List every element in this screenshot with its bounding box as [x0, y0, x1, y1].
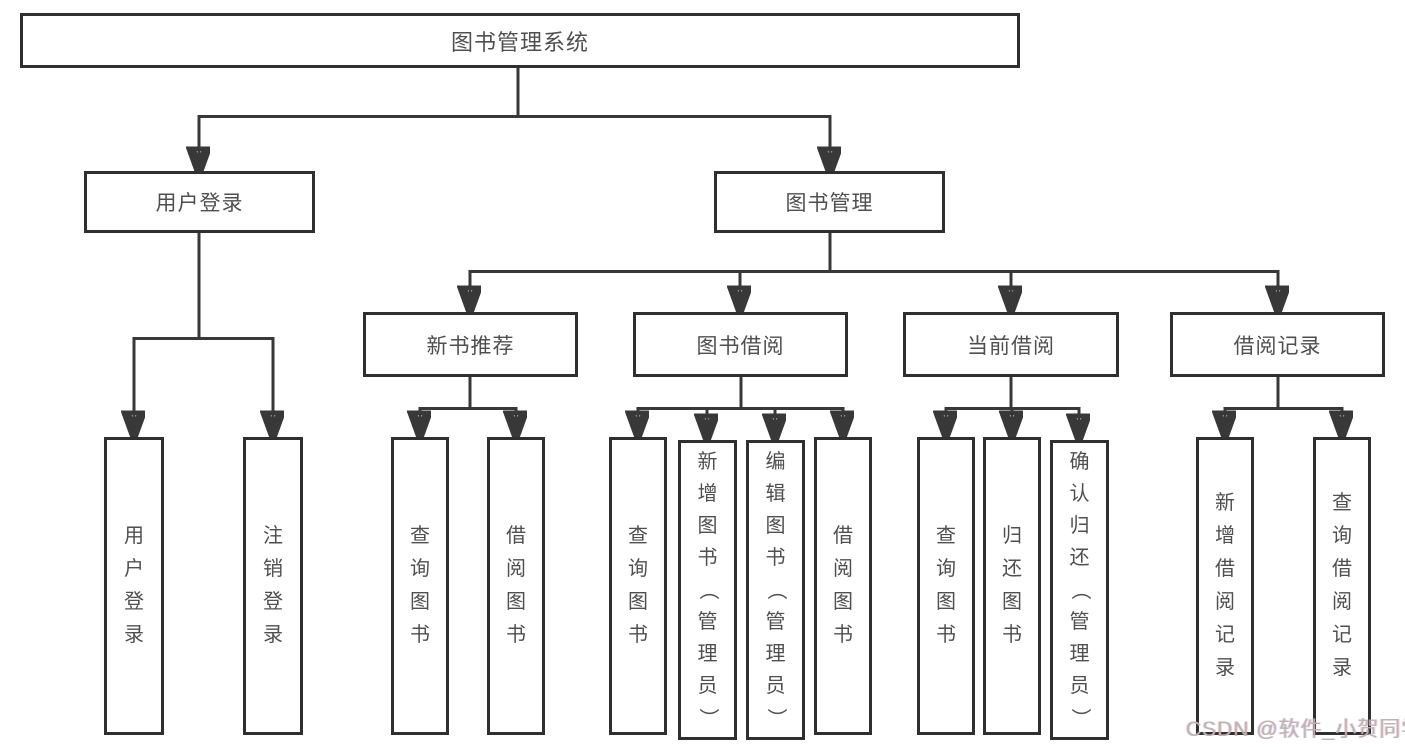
- connector-borrowing-records-children: [1224, 377, 1344, 434]
- leaf-cb-search-books: 查询图书: [917, 437, 975, 735]
- node-user-login: 用户登录: [84, 171, 315, 233]
- node-current-borrowing: 当前借阅: [903, 312, 1119, 377]
- leaf-cb-confirm-return-admin: 确认归还（管理员）: [1050, 440, 1109, 740]
- leaf-nbr-borrow-books: 借阅图书: [487, 437, 545, 735]
- leaf-br-add-borrow-record: 新增借阅记录: [1196, 437, 1254, 735]
- node-book-management: 图书管理: [714, 171, 945, 233]
- leaf-cb-return-books: 归还图书: [983, 437, 1041, 735]
- leaf-bb-add-books-admin: 新增图书（管理员）: [678, 440, 737, 740]
- leaf-nbr-search-books: 查询图书: [391, 437, 449, 735]
- leaf-bb-search-books: 查询图书: [609, 437, 667, 735]
- connector-root-to-level2: [198, 68, 831, 170]
- leaf-user-login: 用户登录: [104, 437, 164, 735]
- leaf-br-search-borrow-record: 查询借阅记录: [1313, 437, 1371, 735]
- node-library-management-system: 图书管理系统: [20, 13, 1020, 68]
- node-new-book-recommendation: 新书推荐: [363, 312, 578, 377]
- leaf-bb-borrow-books: 借阅图书: [814, 437, 872, 735]
- leaf-logout: 注销登录: [243, 437, 303, 735]
- connector-new-book-recommendation-children: [419, 377, 518, 434]
- connector-book-management-sections: [469, 233, 1280, 309]
- leaf-bb-edit-books-admin: 编辑图书（管理员）: [746, 440, 805, 740]
- connector-book-borrowing-children: [637, 377, 845, 437]
- node-book-borrowing: 图书借阅: [633, 312, 848, 377]
- node-borrowing-records: 借阅记录: [1170, 312, 1385, 377]
- csdn-watermark: CSDN @软件_小贺同学: [1186, 718, 1405, 741]
- connector-current-borrowing-children: [945, 377, 1081, 437]
- connector-user-login-children: [133, 233, 275, 434]
